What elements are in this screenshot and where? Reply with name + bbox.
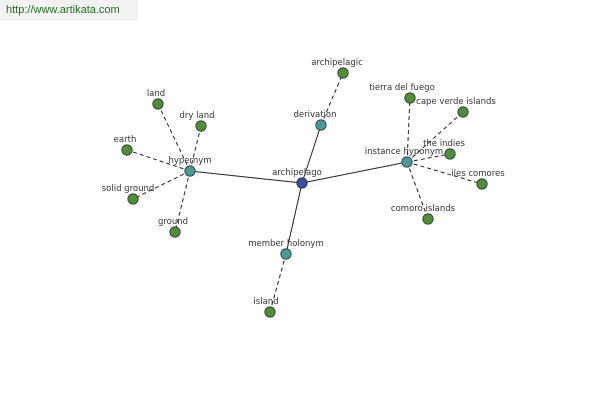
edge-instance-hyponym-the-indies xyxy=(406,153,451,163)
node-the-indies[interactable] xyxy=(444,148,456,160)
node-comoro-islands[interactable] xyxy=(422,213,434,225)
node-tierra-del-fuego[interactable] xyxy=(404,92,416,104)
edge-member-holonym-island xyxy=(269,253,287,313)
edge-archipelago-hypernym xyxy=(189,170,303,184)
edge-archipelago-member-holonym xyxy=(285,182,303,255)
label-land: land xyxy=(147,89,165,99)
label-archipelago: archipelago xyxy=(272,168,322,178)
edge-instance-hyponym-iles-comores xyxy=(406,161,483,185)
labels: archipelago hypernym derivation instance hy… xyxy=(102,58,506,307)
node-land[interactable] xyxy=(152,98,164,110)
label-instance-hyponym: instance hyponym xyxy=(365,147,443,157)
node-member-holonym[interactable] xyxy=(280,248,292,260)
source-url: http://www.artikata.com xyxy=(0,0,138,21)
edge-archipelago-derivation xyxy=(301,124,322,184)
node-instance-hyponym[interactable] xyxy=(401,156,413,168)
label-cape-verde-islands: cape verde islands xyxy=(416,97,496,107)
edge-hypernym-dry-land xyxy=(189,125,202,172)
label-dry-land: dry land xyxy=(180,111,215,121)
node-archipelago[interactable] xyxy=(296,177,308,189)
edge-instance-hyponym-comoro-islands xyxy=(406,161,429,220)
edge-derivation-archipelagic xyxy=(320,72,344,126)
nodes xyxy=(121,67,488,318)
label-archipelagic: archipelagic xyxy=(311,58,363,68)
label-solid-ground: solid ground xyxy=(102,184,155,194)
label-derivation: derivation xyxy=(293,110,336,120)
node-archipelagic[interactable] xyxy=(337,67,349,79)
edges xyxy=(126,72,483,313)
node-derivation[interactable] xyxy=(315,119,327,131)
node-iles-comores[interactable] xyxy=(476,178,488,190)
node-island[interactable] xyxy=(264,306,276,318)
edge-hypernym-land xyxy=(157,103,191,172)
label-hypernym: hypernym xyxy=(168,156,211,166)
edge-instance-hyponym-cape-verde-islands xyxy=(406,111,464,163)
label-iles-comores: iles comores xyxy=(451,169,505,179)
node-ground[interactable] xyxy=(169,226,181,238)
label-the-indies: the indies xyxy=(423,139,465,149)
edge-hypernym-solid-ground xyxy=(132,170,191,200)
label-tierra-del-fuego: tierra del fuego xyxy=(369,83,435,93)
node-hypernym[interactable] xyxy=(184,165,196,177)
node-dry-land[interactable] xyxy=(195,120,207,132)
edge-hypernym-ground xyxy=(174,170,191,233)
label-island: island xyxy=(253,297,278,307)
label-ground: ground xyxy=(158,217,188,227)
node-solid-ground[interactable] xyxy=(127,193,139,205)
label-member-holonym: member holonym xyxy=(248,239,323,249)
edge-instance-hyponym-tierra-del-fuego xyxy=(406,97,411,163)
node-cape-verde-islands[interactable] xyxy=(457,106,469,118)
label-earth: earth xyxy=(114,135,137,145)
node-earth[interactable] xyxy=(121,144,133,156)
edge-archipelago-instance-hyponym xyxy=(301,161,408,184)
label-comoro-islands: comoro islands xyxy=(391,204,456,214)
